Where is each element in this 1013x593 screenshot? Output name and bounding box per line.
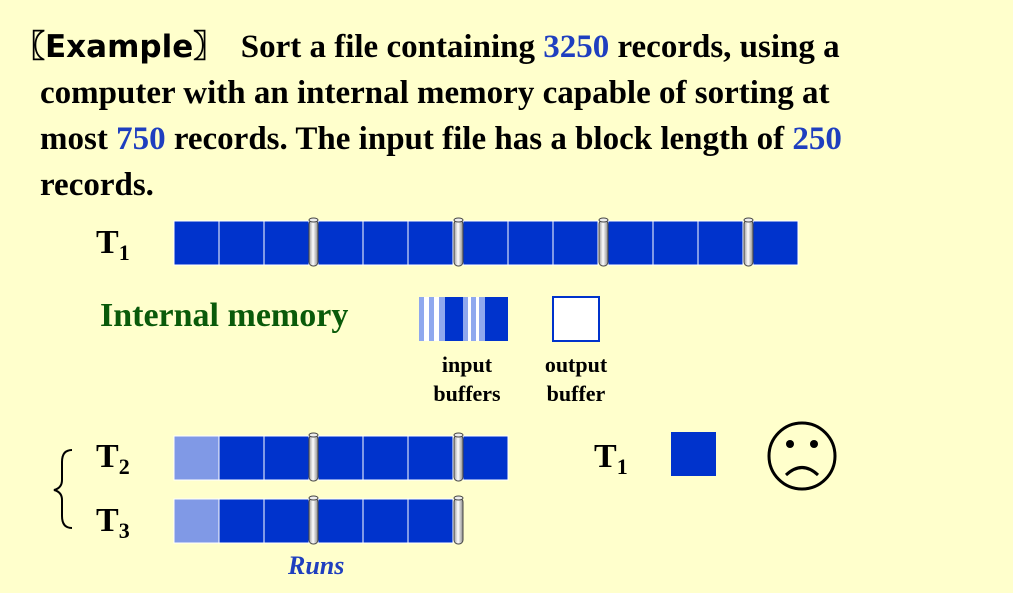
tape-t1-block bbox=[652, 220, 699, 266]
tape-t1-block bbox=[218, 220, 265, 266]
tape-t1-block bbox=[407, 220, 454, 266]
buffer-strip bbox=[429, 297, 434, 341]
tape-t1-block bbox=[317, 220, 364, 266]
buffer-strip bbox=[424, 297, 429, 341]
tape-t3-block bbox=[263, 498, 310, 544]
run-separator bbox=[598, 217, 609, 267]
memory-capacity: 750 bbox=[116, 121, 166, 157]
run-separator bbox=[308, 495, 319, 545]
tape-t1-block bbox=[263, 220, 310, 266]
output-tape-label-t1: T1 bbox=[594, 438, 628, 480]
tape-t1-block bbox=[552, 220, 599, 266]
tape-t1-block bbox=[507, 220, 554, 266]
tape-t1-block bbox=[362, 220, 409, 266]
run-separator bbox=[453, 432, 464, 482]
run-separator bbox=[453, 217, 464, 267]
buffer-strip bbox=[419, 297, 424, 341]
tape-t2-block bbox=[462, 435, 509, 481]
run-separator bbox=[453, 495, 464, 545]
tape-t1-block bbox=[607, 220, 654, 266]
output-buffer bbox=[552, 296, 600, 342]
brace bbox=[53, 449, 73, 529]
paragraph-line-2: computer with an internal memory capable… bbox=[40, 75, 830, 111]
tape-t3-block bbox=[218, 498, 265, 544]
buffer-strip bbox=[439, 297, 445, 341]
example-label: 〖Example〗 bbox=[14, 29, 225, 65]
paragraph-line-1: 〖Example〗 Sort a file containing 3250 re… bbox=[14, 24, 840, 70]
tape-label-t3: T3 bbox=[96, 502, 130, 544]
buffer-strip bbox=[463, 297, 468, 341]
buffer-strip bbox=[468, 297, 471, 341]
tape-label-t1: T1 bbox=[96, 224, 130, 266]
tape-t2-block bbox=[317, 435, 364, 481]
run-separator bbox=[743, 217, 754, 267]
line3-text-pre: most bbox=[40, 121, 117, 157]
buffer-strip bbox=[445, 297, 463, 341]
tape-t2-block bbox=[173, 435, 220, 481]
tape-t2-block bbox=[362, 435, 409, 481]
tape-t2-block bbox=[218, 435, 265, 481]
tape-t1 bbox=[173, 217, 799, 267]
paragraph-line-4: records. bbox=[40, 167, 154, 203]
tape-t1-block bbox=[462, 220, 509, 266]
buffer-strip bbox=[471, 297, 476, 341]
output-tape-t1-block bbox=[671, 432, 716, 476]
tape-t2 bbox=[173, 432, 509, 482]
line3-text-mid: records. The input file has a block leng… bbox=[165, 121, 793, 157]
tape-t1-block bbox=[752, 220, 799, 266]
tape-t3-block bbox=[407, 498, 454, 544]
tape-t2-block bbox=[263, 435, 310, 481]
tape-t1-block bbox=[697, 220, 744, 266]
tape-t2-block bbox=[407, 435, 454, 481]
internal-memory-label: Internal memory bbox=[100, 297, 349, 334]
tape-t3-block bbox=[317, 498, 364, 544]
input-buffers-label: input buffers bbox=[433, 352, 501, 406]
record-count: 3250 bbox=[543, 29, 610, 65]
tape-t3-block bbox=[362, 498, 409, 544]
line1-text-pre: Sort a file containing bbox=[240, 29, 544, 65]
buffer-strip bbox=[479, 297, 485, 341]
sad-face-icon bbox=[767, 421, 837, 491]
buffer-strip bbox=[485, 297, 508, 341]
tape-t1-block bbox=[173, 220, 220, 266]
input-buffers bbox=[419, 297, 508, 341]
tape-label-t2: T2 bbox=[96, 438, 130, 480]
line1-text-post: records, using a bbox=[609, 29, 840, 65]
run-separator bbox=[308, 217, 319, 267]
paragraph-line-3: most 750 records. The input file has a b… bbox=[40, 116, 842, 162]
buffer-strip bbox=[434, 297, 439, 341]
runs-label: Runs bbox=[288, 551, 345, 580]
buffer-strip bbox=[476, 297, 479, 341]
output-buffer-label: output buffer bbox=[544, 352, 608, 406]
block-length: 250 bbox=[792, 121, 842, 157]
run-separator bbox=[308, 432, 319, 482]
tape-t3 bbox=[173, 495, 464, 545]
tape-t3-block bbox=[173, 498, 220, 544]
